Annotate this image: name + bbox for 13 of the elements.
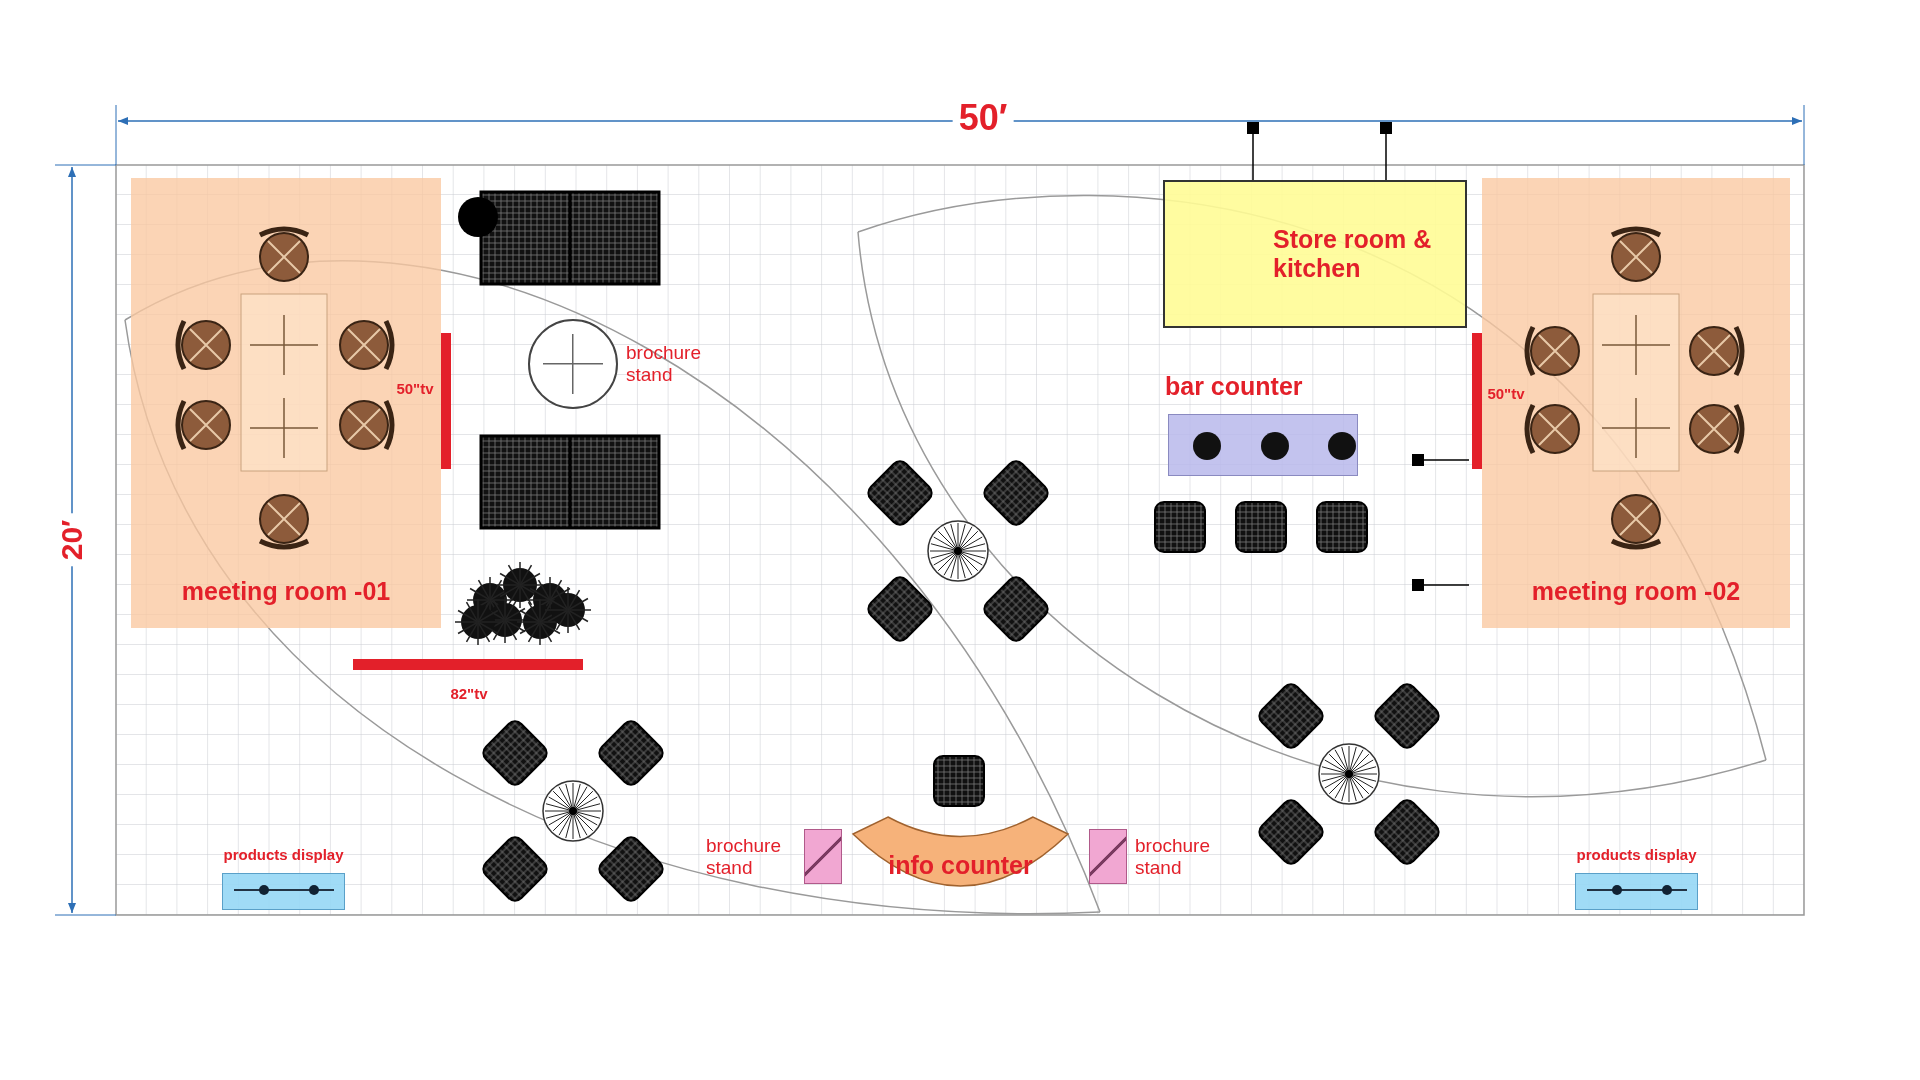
tv-size-label: 50"tv [1486, 384, 1526, 402]
room-label: meeting room -02 [1531, 577, 1741, 606]
item-label: bar counter [1165, 372, 1303, 401]
room-label: meeting room -01 [181, 577, 391, 606]
item-label: products display [223, 846, 344, 863]
tv-size-label: 82"tv [449, 684, 489, 702]
room-label: Store room & kitchen [1273, 225, 1433, 283]
item-label: brochure stand [706, 834, 782, 879]
tv-size-label: 50"tv [395, 379, 435, 397]
item-label: brochure stand [626, 342, 702, 386]
item-label: brochure stand [1135, 834, 1211, 879]
item-label: products display [1576, 846, 1697, 863]
item-label: info counter [888, 850, 1033, 880]
